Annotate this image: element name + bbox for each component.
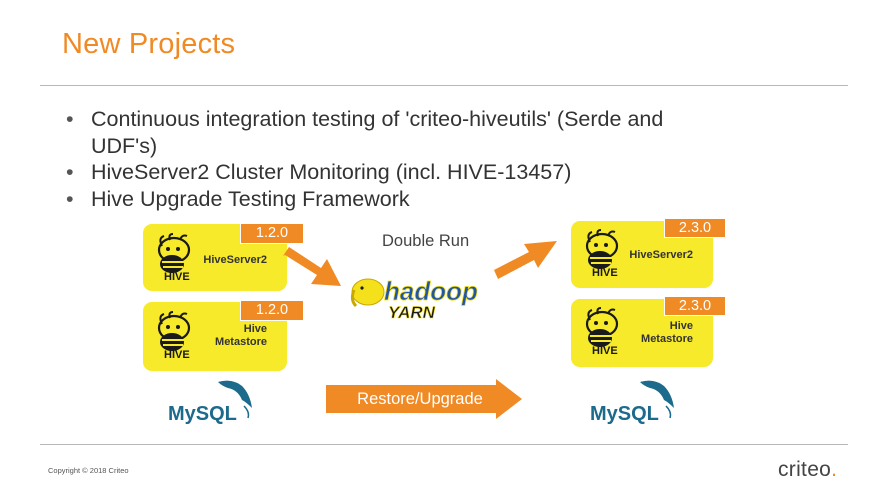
bullet-list: Continuous integration testing of 'crite…: [66, 106, 716, 212]
hive-logo-text: HIVE: [592, 267, 618, 279]
arrow-right-up-icon: [494, 241, 557, 279]
restore-upgrade-label: Restore/Upgrade: [357, 390, 483, 408]
mysql-logo-text: MySQL: [590, 403, 659, 424]
hive-logo-text: HIVE: [164, 271, 190, 283]
hive-logo-text: HIVE: [164, 349, 190, 361]
bullet-item: HiveServer2 Cluster Monitoring (incl. HI…: [66, 159, 716, 186]
copyright-text: Copyright © 2018 Criteo: [48, 466, 129, 475]
hive-bee-logo-icon: HIVE: [585, 307, 619, 357]
hive-bee-logo-icon: HIVE: [585, 229, 619, 279]
criteo-logo-text: criteo: [778, 458, 832, 481]
bullet-item: Continuous integration testing of 'crite…: [66, 106, 716, 159]
mysql-logo-icon: MySQL: [590, 380, 674, 424]
criteo-logo: criteo.: [778, 458, 837, 482]
arrow-right-down-icon: [283, 247, 341, 286]
metastore-label-line2: Metastore: [215, 336, 267, 348]
hive-logo-text: HIVE: [592, 345, 618, 357]
metastore-label-line1: Hive: [243, 323, 267, 335]
left-server-version-badge: 1.2.0: [240, 223, 304, 244]
double-run-label: Double Run: [382, 232, 470, 250]
hiveserver2-label: HiveServer2: [629, 249, 693, 261]
yarn-logo-text: YARN: [388, 303, 436, 320]
title-divider: [40, 85, 848, 86]
hadoop-logo-text: hadoop: [384, 276, 478, 306]
criteo-logo-mark: .: [831, 458, 838, 481]
hiveserver2-label: HiveServer2: [203, 254, 267, 266]
hadoop-yarn-logo-icon: hadoop YARN: [350, 276, 478, 320]
right-server-version-badge: 2.3.0: [664, 218, 726, 238]
mysql-logo-text: MySQL: [168, 403, 237, 424]
slide-title: New Projects: [62, 28, 236, 60]
left-metastore-version-badge: 1.2.0: [240, 300, 304, 321]
metastore-label: Hive Metastore: [215, 323, 267, 349]
mysql-logo-icon: MySQL: [168, 380, 252, 424]
metastore-label-line2: Metastore: [641, 333, 693, 345]
footer-divider: [40, 444, 848, 445]
metastore-label: Hive Metastore: [641, 320, 693, 346]
hive-bee-logo-icon: HIVE: [157, 233, 191, 283]
restore-upgrade-arrow-icon: [326, 379, 522, 419]
metastore-label-line1: Hive: [669, 320, 693, 332]
bullet-item: Hive Upgrade Testing Framework: [66, 186, 716, 213]
right-metastore-version-badge: 2.3.0: [664, 296, 726, 316]
hive-bee-logo-icon: HIVE: [157, 311, 191, 361]
